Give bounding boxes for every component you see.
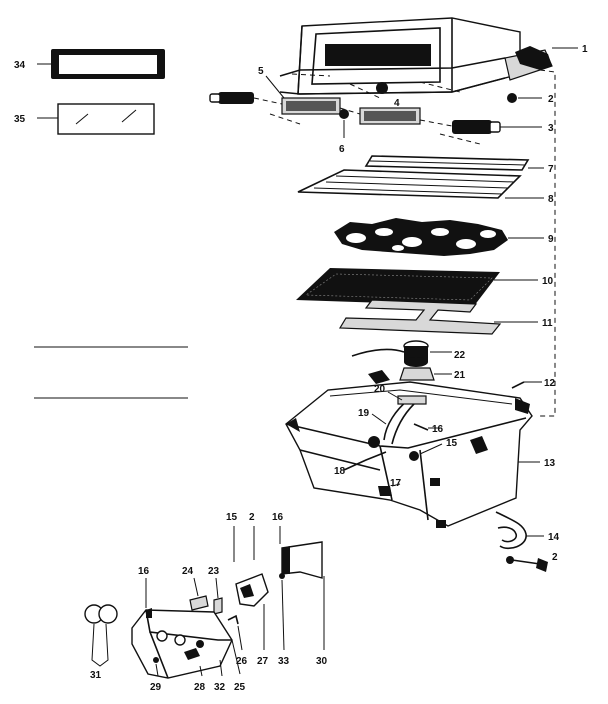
- part-2-bolt-lower[interactable]: [506, 556, 548, 572]
- part-27-shield[interactable]: [235, 573, 269, 607]
- callout-5: 5: [258, 66, 264, 77]
- callout-29: 29: [150, 682, 162, 693]
- callout-16-panel: 16: [138, 566, 150, 577]
- callout-30: 30: [316, 656, 328, 667]
- part-15-nut[interactable]: [409, 451, 419, 461]
- part-6-spacer[interactable]: [339, 109, 349, 119]
- callout-22: 22: [454, 350, 466, 361]
- callout-26: 26: [236, 656, 248, 667]
- callout-1: 1: [582, 44, 588, 55]
- part-14-hose[interactable]: [495, 511, 527, 550]
- leader-24: [193, 577, 199, 597]
- part-4-knob[interactable]: [376, 82, 388, 94]
- callout-21: 21: [454, 370, 466, 381]
- part-11-grate-support[interactable]: [338, 299, 502, 335]
- part-18-valve[interactable]: [343, 436, 387, 471]
- part-3-handle-end[interactable]: [452, 120, 501, 134]
- part-22-burner[interactable]: [351, 340, 429, 367]
- part-23-stem[interactable]: [213, 597, 223, 615]
- callout-16-main: 16: [432, 424, 444, 435]
- callout-3: 3: [548, 123, 554, 134]
- part-21-venturi[interactable]: [399, 367, 435, 381]
- part-4-handle-right[interactable]: [359, 107, 421, 125]
- part-10-rock-grate[interactable]: [296, 268, 500, 306]
- callout-27: 27: [257, 656, 269, 667]
- callout-2-lower: 2: [552, 552, 558, 563]
- part-9-lava-rocks[interactable]: [334, 218, 508, 256]
- part-8-cooking-grid[interactable]: [297, 169, 522, 199]
- leader-15-main: [419, 443, 443, 455]
- part-16-orifice[interactable]: [413, 423, 429, 431]
- part-13-grill-bottom[interactable]: [285, 370, 533, 528]
- leader-5: [265, 75, 285, 99]
- part-28-control-panel[interactable]: [131, 608, 233, 679]
- callout-35: 35: [14, 114, 26, 125]
- callout-4: 4: [394, 98, 400, 109]
- callout-20: 20: [374, 384, 386, 395]
- callout-34: 34: [14, 60, 26, 71]
- callout-13: 13: [544, 458, 556, 469]
- leader-25: [231, 639, 241, 675]
- callout-12: 12: [544, 378, 556, 389]
- callout-32: 32: [214, 682, 226, 693]
- leader-26: [237, 625, 243, 651]
- part-1-grill-lid[interactable]: [279, 17, 553, 95]
- part-33-screw[interactable]: [279, 573, 285, 579]
- callout-2-lower-col: 2: [249, 512, 255, 523]
- part-31-knobs[interactable]: [84, 604, 118, 667]
- part-34-frame[interactable]: [51, 49, 165, 79]
- callout-23: 23: [208, 566, 220, 577]
- callout-31: 31: [90, 670, 102, 681]
- callout-15-main: 15: [446, 438, 458, 449]
- part-5-handle-left[interactable]: [209, 92, 341, 115]
- callout-6: 6: [339, 144, 345, 155]
- leader-17: [391, 483, 401, 487]
- callout-33: 33: [278, 656, 290, 667]
- part-24-stem[interactable]: [189, 595, 209, 611]
- callout-17: 17: [390, 478, 402, 489]
- callout-14: 14: [548, 532, 560, 543]
- callout-18: 18: [334, 466, 346, 477]
- leader-19: [371, 413, 387, 425]
- part-26-clip[interactable]: [227, 614, 239, 625]
- part-30-bracket[interactable]: [281, 541, 323, 579]
- part-7-warming-rack[interactable]: [364, 155, 530, 171]
- part-17-ignitor[interactable]: [378, 486, 392, 496]
- callout-19: 19: [358, 408, 370, 419]
- callout-11: 11: [542, 318, 553, 329]
- part-2-nut-upper[interactable]: [507, 93, 517, 103]
- callout-7: 7: [548, 164, 554, 175]
- callout-2-upper: 2: [548, 94, 554, 105]
- callout-10: 10: [542, 276, 554, 287]
- part-35-glass-panel[interactable]: [57, 103, 155, 135]
- handle-assembly-dashed: [253, 73, 481, 145]
- callout-16-lower-col: 16: [272, 512, 284, 523]
- leader-20: [387, 391, 403, 401]
- callout-28: 28: [194, 682, 206, 693]
- part-29-screw[interactable]: [153, 657, 159, 677]
- leader-32: [219, 659, 223, 677]
- callout-25: 25: [234, 682, 246, 693]
- leader-33: [281, 579, 285, 651]
- callout-15-lower: 15: [226, 512, 238, 523]
- callout-9: 9: [548, 234, 554, 245]
- leader-28: [199, 665, 203, 677]
- callout-8: 8: [548, 194, 554, 205]
- part-20-valve-bracket[interactable]: [397, 395, 427, 405]
- part-12-screw[interactable]: [511, 381, 525, 389]
- callout-24: 24: [182, 566, 194, 577]
- leader-23: [215, 577, 219, 599]
